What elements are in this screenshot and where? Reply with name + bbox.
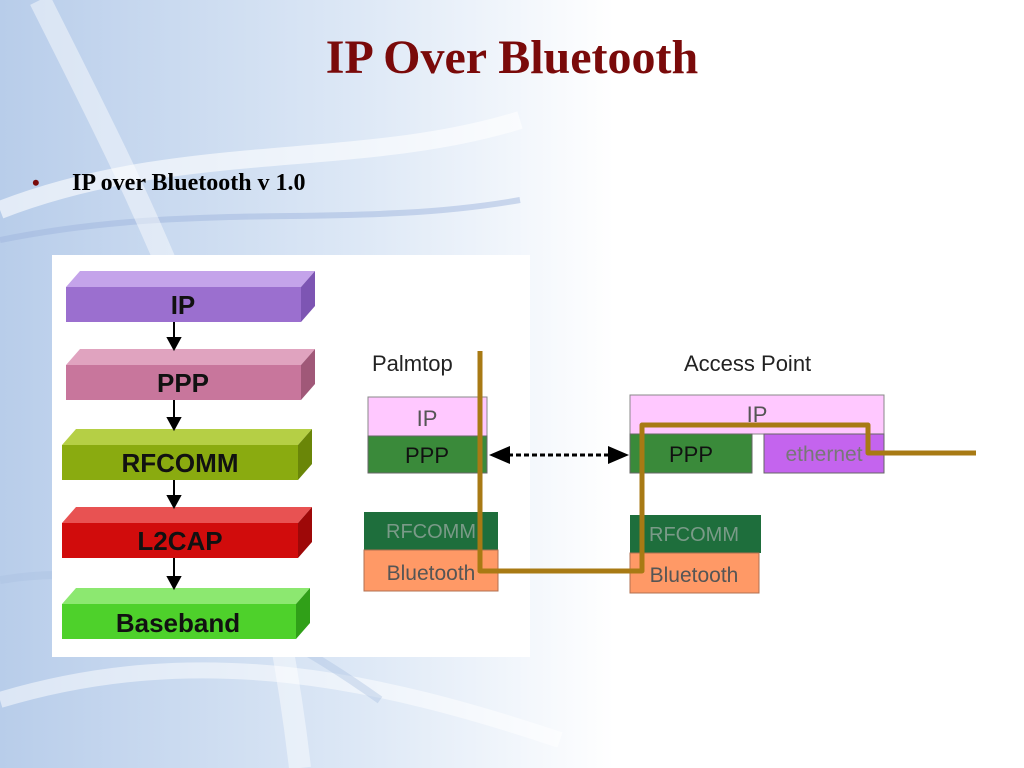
access-point-bluetooth-label: Bluetooth (650, 564, 739, 587)
palmtop-ppp-box (367, 435, 488, 474)
access-point-title: Access Point (684, 351, 811, 376)
palmtop-rfcomm-label: RFCOMM (386, 521, 476, 543)
access-point-rfcomm-label: RFCOMM (649, 524, 739, 546)
stack-label-ip: IP (171, 290, 196, 320)
stack-layer-baseband: Baseband (62, 588, 310, 639)
palmtop-bluetooth-label: Bluetooth (387, 562, 476, 585)
stack-layer-ppp: PPP (66, 349, 315, 400)
stack-label-rfcomm: RFCOMM (122, 448, 239, 478)
palmtop-ip-label: IP (417, 406, 438, 431)
palmtop-bluetooth-box (363, 549, 499, 592)
access-point-rfcomm-box (630, 515, 761, 553)
access-point-bluetooth-box (629, 552, 760, 594)
stack-layer-ip: IP (66, 271, 315, 322)
access-point-ip-label: IP (747, 402, 768, 427)
stack-layer-rfcomm: RFCOMM (62, 429, 312, 480)
stack-label-baseband: Baseband (116, 608, 240, 638)
bullet-text: IP over Bluetooth v 1.0 (72, 170, 306, 196)
stack-label-ppp: PPP (157, 368, 209, 398)
palmtop-ppp-label: PPP (405, 443, 449, 468)
access-point-ppp-label: PPP (669, 442, 713, 467)
data-path-line (477, 351, 976, 574)
bullet-dot: • (32, 170, 40, 195)
palmtop-title: Palmtop (372, 351, 453, 376)
access-point-ppp-box (629, 433, 753, 474)
access-point-ethernet-label: ethernet (785, 443, 862, 466)
palmtop-ip-box (367, 396, 488, 437)
arrow-head-ip-ppp (166, 337, 182, 352)
stack-label-l2cap: L2CAP (137, 526, 222, 556)
arrow-head-l2cap-baseband (166, 576, 182, 591)
arrow-head-ppp-rfcomm (166, 417, 182, 432)
palmtop-rfcomm-box (364, 512, 498, 550)
bullet-item: • IP over Bluetooth v 1.0 (32, 170, 306, 197)
stack-layer-l2cap: L2CAP (62, 507, 312, 558)
arrow-head-rfcomm-l2cap (166, 495, 182, 510)
slide-title: IP Over Bluetooth (325, 31, 699, 84)
ppp-link-arrow (489, 446, 629, 464)
